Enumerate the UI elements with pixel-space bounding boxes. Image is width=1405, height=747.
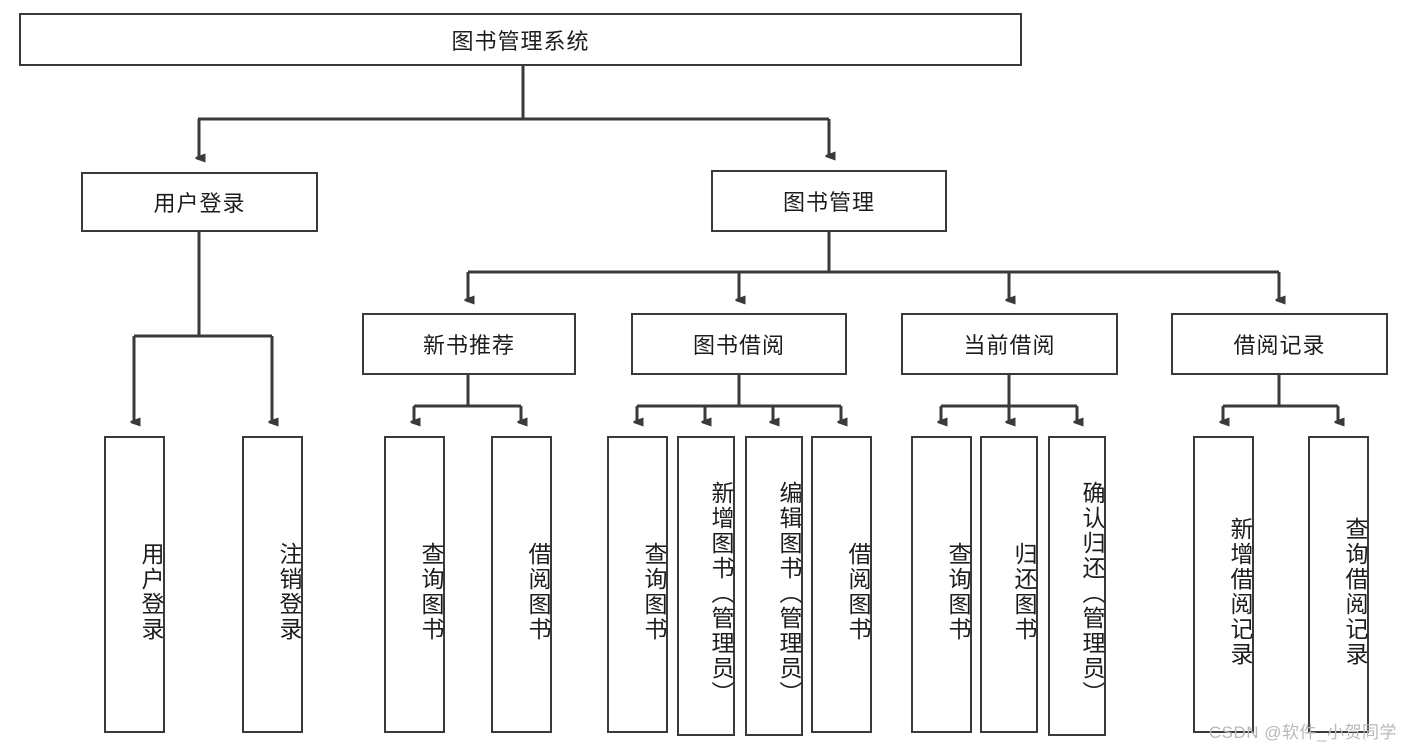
node-new-book-recommend-label: 新书推荐 <box>422 333 515 358</box>
node-leaf-user-login-label: 用户登录 <box>138 541 164 642</box>
node-leaf-add-book[interactable]: 新增图书（管理员） <box>677 436 735 736</box>
watermark-text: CSDN @软件_小贺同学 <box>1208 723 1397 742</box>
node-current-borrow-label: 当前借阅 <box>963 333 1056 358</box>
node-leaf-query-book-2[interactable]: 查询图书 <box>607 436 668 733</box>
node-leaf-add-record-label: 新增借阅记录 <box>1227 516 1253 667</box>
node-leaf-edit-book-label: 编辑图书（管理员） <box>776 480 802 706</box>
node-root[interactable]: 图书管理系统 <box>19 13 1022 66</box>
node-leaf-borrow-book-1[interactable]: 借阅图书 <box>491 436 552 733</box>
node-leaf-query-book-2-label: 查询图书 <box>641 541 667 642</box>
node-leaf-add-record[interactable]: 新增借阅记录 <box>1193 436 1254 733</box>
node-borrow-record[interactable]: 借阅记录 <box>1171 313 1388 375</box>
node-book-manage[interactable]: 图书管理 <box>711 170 947 232</box>
node-book-manage-label: 图书管理 <box>782 190 875 215</box>
node-current-borrow[interactable]: 当前借阅 <box>901 313 1118 375</box>
node-new-book-recommend[interactable]: 新书推荐 <box>362 313 576 375</box>
node-leaf-edit-book[interactable]: 编辑图书（管理员） <box>745 436 803 736</box>
node-leaf-return-book[interactable]: 归还图书 <box>980 436 1038 733</box>
node-leaf-query-book-3[interactable]: 查询图书 <box>911 436 972 733</box>
node-leaf-query-record[interactable]: 查询借阅记录 <box>1308 436 1369 733</box>
node-leaf-query-book-3-label: 查询图书 <box>945 541 971 642</box>
node-leaf-return-book-label: 归还图书 <box>1011 541 1037 642</box>
node-book-borrow-label: 图书借阅 <box>692 333 785 358</box>
node-leaf-borrow-book-1-label: 借阅图书 <box>525 541 551 642</box>
node-leaf-query-record-label: 查询借阅记录 <box>1342 516 1368 667</box>
node-leaf-confirm-return-label: 确认归还（管理员） <box>1079 480 1105 706</box>
node-leaf-user-login[interactable]: 用户登录 <box>104 436 165 733</box>
node-leaf-borrow-book-2-label: 借阅图书 <box>845 541 871 642</box>
node-root-label: 图书管理系统 <box>451 28 590 54</box>
node-user-login-label: 用户登录 <box>153 191 246 216</box>
node-leaf-query-book-1[interactable]: 查询图书 <box>384 436 445 733</box>
node-leaf-query-book-1-label: 查询图书 <box>418 541 444 642</box>
node-user-login[interactable]: 用户登录 <box>81 172 318 232</box>
node-leaf-user-logout[interactable]: 注销登录 <box>242 436 303 733</box>
node-leaf-user-logout-label: 注销登录 <box>276 541 302 642</box>
node-leaf-confirm-return[interactable]: 确认归还（管理员） <box>1048 436 1106 736</box>
node-book-borrow[interactable]: 图书借阅 <box>631 313 847 375</box>
node-leaf-add-book-label: 新增图书（管理员） <box>708 480 734 706</box>
node-leaf-borrow-book-2[interactable]: 借阅图书 <box>811 436 872 733</box>
node-borrow-record-label: 借阅记录 <box>1233 333 1326 358</box>
